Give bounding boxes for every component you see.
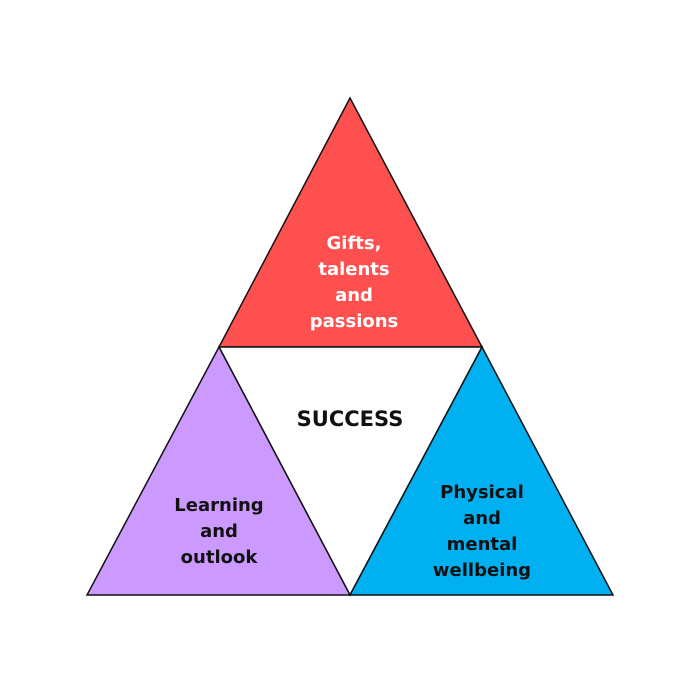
label-line: talents bbox=[318, 259, 390, 280]
label-line: Gifts, bbox=[326, 233, 382, 254]
label-line: passions bbox=[309, 311, 399, 332]
label-line: outlook bbox=[180, 547, 258, 568]
label-line: and bbox=[200, 521, 238, 542]
right-triangle-label: Physical and mental wellbeing bbox=[433, 480, 531, 584]
label-line: wellbeing bbox=[432, 560, 532, 581]
label-line: Physical bbox=[440, 482, 524, 503]
left-triangle-learning bbox=[85, 345, 352, 596]
top-triangle-label: Gifts, talents and passions bbox=[310, 231, 399, 335]
label-line: and bbox=[463, 508, 501, 529]
label-line: Learning bbox=[174, 495, 264, 516]
label-line: mental bbox=[446, 534, 518, 555]
label-line: and bbox=[335, 285, 373, 306]
left-triangle-label: Learning and outlook bbox=[174, 493, 263, 571]
success-label: SUCCESS bbox=[296, 407, 404, 431]
right-triangle-wellbeing bbox=[348, 345, 615, 596]
